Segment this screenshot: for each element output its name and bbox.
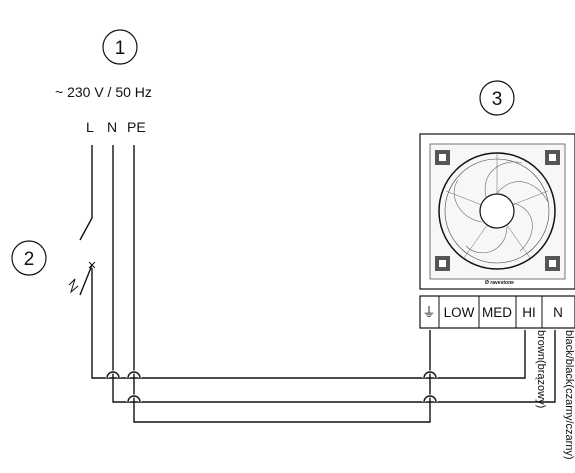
terminal-block: ⏚ LOW MED HI N <box>419 295 575 329</box>
terminal-hi: HI <box>522 305 536 320</box>
line-label-pe: PE <box>127 119 146 135</box>
terminal-ground-icon: ⏚ <box>422 305 436 320</box>
wire-n <box>112 145 556 403</box>
callout-circle <box>479 80 515 116</box>
line-label-n: N <box>107 119 117 135</box>
callout-number: 3 <box>492 89 503 110</box>
line-label-l: L <box>86 119 94 135</box>
wire-color-n-label: black/black(czarny/czarny) <box>563 330 575 460</box>
wire-color-hi-label: brown(brązowy) <box>535 330 547 408</box>
fan-unit: Ø ravestone <box>419 133 575 290</box>
terminal-n: N <box>553 305 563 320</box>
fan-grille-icon <box>438 152 556 270</box>
callout-switch: 2 <box>11 240 47 276</box>
wire-l <box>68 145 526 379</box>
callout-circle <box>102 29 138 65</box>
wire-pe <box>133 145 431 423</box>
callout-fan: 3 <box>479 80 515 116</box>
callout-circle <box>11 240 47 276</box>
terminal-low: LOW <box>444 305 475 320</box>
supply-voltage-label: ~ 230 V / 50 Hz <box>55 84 152 100</box>
callout-number: 2 <box>24 249 35 270</box>
pull-cord-icon <box>68 278 79 294</box>
corner-logo-icon <box>435 150 560 271</box>
terminal-med: MED <box>482 305 512 320</box>
brand-logo: Ø ravestone <box>485 280 514 286</box>
switch-second-blade <box>79 264 93 296</box>
callout-supply: 1 <box>102 29 138 65</box>
wire-crossover-hops <box>105 370 438 403</box>
callout-number: 1 <box>115 38 126 59</box>
